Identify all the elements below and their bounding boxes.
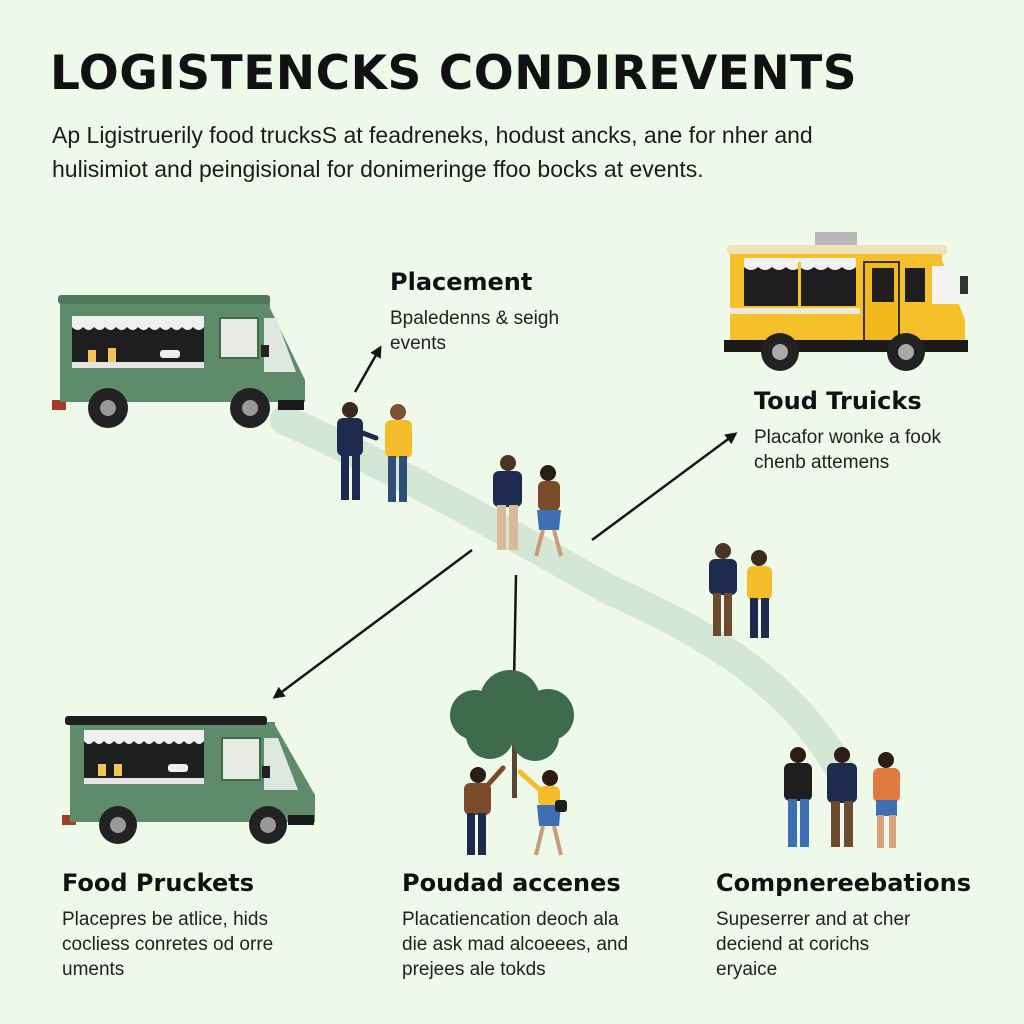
placement-text: Bpaledenns & seigh	[390, 308, 560, 329]
food-pruckets-text: Placepres be atlice, hids	[62, 909, 268, 930]
person-icon	[747, 550, 772, 638]
person-icon	[827, 747, 857, 847]
placement-heading: Placement	[390, 268, 533, 296]
food-pruckets-text: uments	[62, 959, 125, 980]
walking-path	[270, 405, 855, 785]
green-food-truck-icon	[52, 295, 305, 428]
yellow-food-truck-icon	[724, 232, 968, 371]
arrow-to-toud-trucks	[591, 432, 738, 542]
food-pruckets-text: cocliess conretes od orre	[62, 934, 274, 955]
poudad-accenes-heading: Poudad accenes	[402, 869, 621, 897]
page-subtitle: Ap Ligistruerily food trucksS at feadren…	[52, 118, 912, 186]
compnereebations-text: deciend at corichs	[716, 934, 870, 955]
toud-trucks-text: Placafor wonke a fook	[754, 427, 941, 448]
compnereebations-block: Compnereebations Supeserrer and at cher …	[716, 869, 971, 982]
subtitle-line: Ap Ligistruerily food trucksS at feadren…	[52, 122, 813, 148]
person-icon	[493, 455, 522, 550]
person-icon	[385, 404, 412, 502]
food-pruckets-block: Food Pruckets Placepres be atlice, hids …	[62, 869, 273, 982]
green-food-truck-icon	[62, 716, 315, 844]
compnereebations-text: eryaice	[716, 959, 778, 980]
food-pruckets-heading: Food Pruckets	[62, 869, 255, 897]
compnereebations-heading: Compnereebations	[716, 869, 971, 897]
tree-icon	[450, 670, 574, 798]
page-title: LOGISTENCKS CONDIREVENTS	[50, 46, 858, 101]
toud-trucks-text: chenb attemens	[754, 452, 890, 473]
person-icon	[784, 747, 812, 847]
arrow-to-placement	[353, 345, 382, 393]
placement-text: events	[390, 333, 446, 354]
person-icon	[337, 402, 379, 500]
subtitle-line: hulisimiot and peingisional for donimeri…	[52, 156, 704, 182]
poudad-accenes-text: prejees ale tokds	[402, 959, 546, 980]
arrow-to-poudad-accenes	[508, 574, 521, 685]
arrow-to-food-pruckets	[272, 548, 473, 699]
poudad-accenes-text: Placatiencation deoch ala	[402, 909, 619, 930]
compnereebations-text: Supeserrer and at cher	[716, 909, 911, 930]
person-icon	[534, 465, 563, 557]
person-icon	[709, 543, 737, 636]
poudad-accenes-block: Poudad accenes Placatiencation deoch ala…	[402, 869, 628, 982]
person-icon	[517, 769, 567, 856]
toud-trucks-heading: Toud Truicks	[754, 387, 922, 415]
placement-block: Placement Bpaledenns & seigh events	[390, 268, 559, 356]
toud-trucks-block: Toud Truicks Placafor wonke a fook chenb…	[754, 387, 941, 475]
poudad-accenes-text: die ask mad alcoeees, and	[402, 934, 629, 955]
person-icon	[873, 752, 900, 848]
person-icon	[464, 765, 506, 855]
